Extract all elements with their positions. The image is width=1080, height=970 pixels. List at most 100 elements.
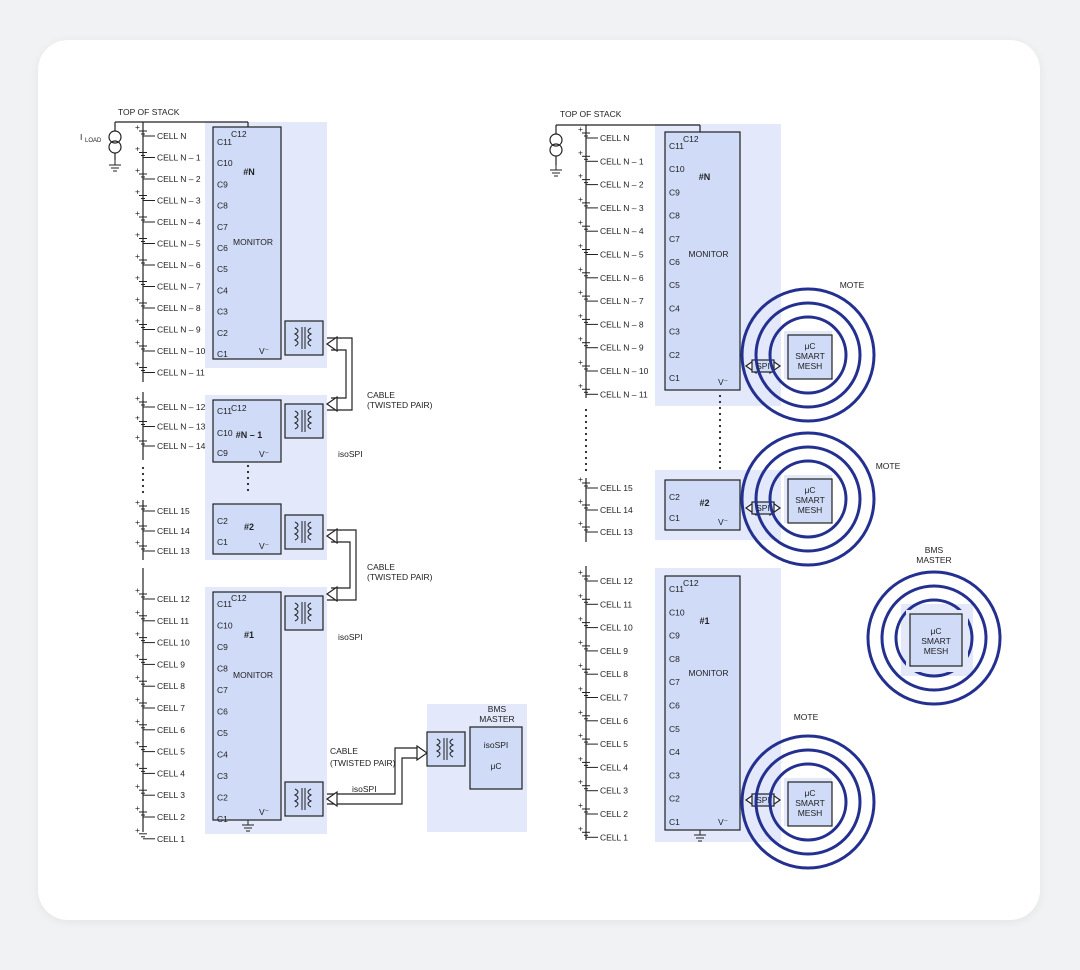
pin-label: C6: [217, 707, 228, 717]
cable-line: [327, 337, 353, 411]
cell-plus: +: [578, 518, 583, 528]
v-minus-label: V⁻: [259, 346, 270, 356]
radio-ring: [740, 287, 876, 423]
pin-label: C2: [669, 794, 680, 804]
continuation-dot: [718, 460, 722, 464]
pin-label: C12: [231, 403, 247, 413]
pin-label: C1: [217, 349, 228, 359]
transformer-coil: [293, 327, 299, 347]
radio-ring: [754, 301, 862, 409]
monitor-label: MONITOR: [689, 668, 729, 678]
smart-label: SMART: [795, 798, 825, 808]
cable-line: [327, 747, 420, 795]
top-of-stack-label: TOP OF STACK: [118, 107, 180, 117]
radio-ring: [894, 598, 974, 678]
cell-label: CELL 7: [600, 693, 628, 703]
transformer-coil: [307, 602, 313, 622]
cell-label: CELL N – 6: [157, 260, 201, 270]
pin-label: C8: [669, 211, 680, 221]
cell-label: CELL N – 14: [157, 441, 206, 451]
continuation-dot: [718, 400, 722, 404]
mote-label: MOTE: [794, 712, 819, 722]
cell-plus: +: [578, 334, 583, 344]
transformer-coil: [307, 327, 313, 347]
cell-plus: +: [135, 781, 140, 791]
cell-label: CELL 5: [157, 747, 185, 757]
arrow-head: [416, 744, 429, 762]
pin-label: C1: [217, 537, 228, 547]
cell-label: CELL 3: [600, 786, 628, 796]
cell-plus: +: [578, 684, 583, 694]
cell-plus: +: [135, 230, 140, 240]
continuation-dot: [584, 444, 588, 448]
cell-plus: +: [135, 393, 140, 403]
cell-label: CELL 14: [600, 505, 633, 515]
isospi-label: isoSPI: [338, 449, 363, 459]
monitor-chip: [664, 131, 741, 391]
cell-label: CELL 14: [157, 526, 190, 536]
continuation-dot: [141, 466, 145, 470]
pin-label: C2: [217, 516, 228, 526]
pin-label: C12: [231, 129, 247, 139]
cell-plus: +: [578, 590, 583, 600]
monitor-label: MONITOR: [233, 237, 273, 247]
cell-label: CELL 12: [600, 576, 633, 586]
cell-label: CELL N – 8: [600, 319, 644, 329]
spi-label: SPI: [756, 361, 770, 371]
pin-label: C2: [669, 350, 680, 360]
cell-plus: +: [135, 694, 140, 704]
cell-plus: +: [135, 537, 140, 547]
cell-label: CELL N – 1: [157, 153, 201, 163]
radio-ring: [768, 315, 848, 395]
cell-label: CELL N – 13: [157, 422, 206, 432]
cell-label: CELL N – 4: [600, 226, 644, 236]
cell-label: CELL N: [600, 133, 629, 143]
continuation-dot: [718, 418, 722, 422]
pin-label: C11: [669, 141, 684, 151]
cell-label: CELL 8: [600, 669, 628, 679]
radio-ring: [754, 748, 862, 856]
continuation-dot: [718, 430, 722, 434]
cell-plus: +: [135, 413, 140, 423]
cell-label: CELL N – 2: [157, 174, 201, 184]
cell-plus: +: [578, 310, 583, 320]
iload-label: I: [80, 132, 82, 142]
isospi-label: isoSPI: [484, 740, 509, 750]
pin-label: C9: [217, 179, 228, 189]
cell-plus: +: [578, 567, 583, 577]
cell-plus: +: [135, 825, 140, 835]
pin-label: C8: [669, 654, 680, 664]
cell-label: CELL 2: [157, 812, 185, 822]
cell-plus: +: [135, 650, 140, 660]
cell-plus: +: [578, 730, 583, 740]
cable-line: [331, 541, 351, 589]
cable-label: CABLE: [367, 390, 395, 400]
cell-plus: +: [135, 273, 140, 283]
cell-plus: +: [135, 165, 140, 175]
pin-label: C2: [217, 328, 228, 338]
continuation-dot: [584, 462, 588, 466]
continuation-dot: [584, 408, 588, 412]
cell-plus: +: [135, 144, 140, 154]
cell-label: CELL N – 9: [600, 343, 644, 353]
chip-id: #1: [244, 630, 254, 640]
pin-label: C12: [683, 578, 699, 588]
arrow-head: [325, 790, 338, 808]
pin-label: C9: [217, 448, 228, 458]
transformer-coil: [449, 738, 455, 758]
pin-label: C5: [217, 728, 228, 738]
pin-label: C7: [669, 677, 680, 687]
cell-label: CELL N – 4: [157, 217, 201, 227]
v-minus-label: V⁻: [718, 377, 729, 387]
pin-label: C4: [217, 285, 228, 295]
continuation-dot: [584, 438, 588, 442]
pin-label: C3: [217, 307, 228, 317]
cell-label: CELL N – 10: [600, 366, 649, 376]
transformer-coil: [293, 410, 299, 430]
cell-label: CELL 15: [157, 506, 190, 516]
transformer-coil: [435, 738, 441, 758]
cell-plus: +: [578, 823, 583, 833]
transformer-box: [284, 514, 324, 550]
cell-plus: +: [135, 803, 140, 813]
isospi-label: isoSPI: [352, 784, 377, 794]
